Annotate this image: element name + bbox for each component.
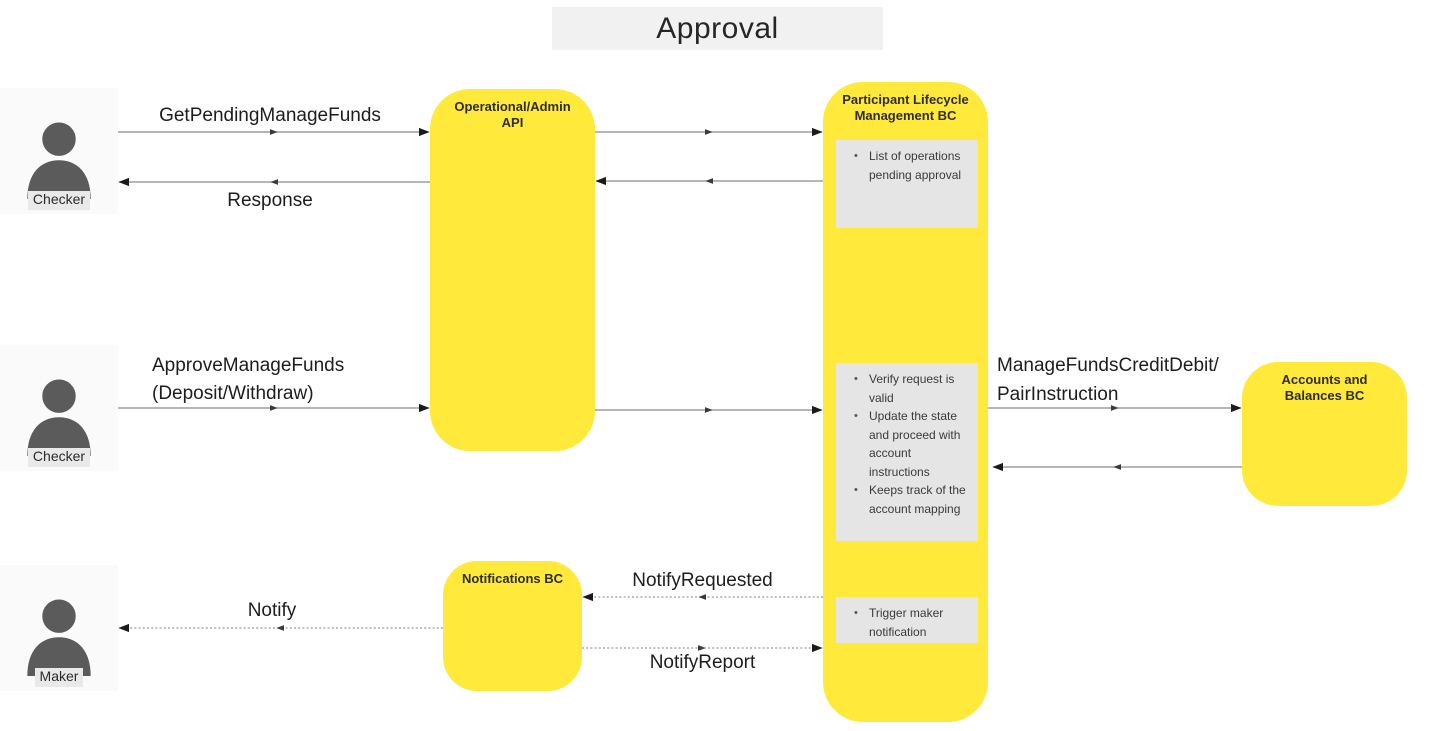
note-item: List of operations pending approval (853, 147, 966, 184)
component-title: Operational/Admin API (454, 99, 571, 130)
component-title: Participant Lifecycle Management BC (842, 92, 969, 123)
actor-checker-1: Checker (0, 88, 118, 214)
actor-label: Checker (27, 191, 91, 210)
component-title: Accounts and Balances BC (1281, 372, 1368, 403)
person-icon (27, 375, 91, 456)
person-icon (27, 595, 91, 676)
note-maker-notification: Trigger maker notification (836, 597, 978, 643)
message-notify: Notify (247, 600, 297, 621)
note-item: Trigger maker notification (853, 604, 966, 641)
actor-label: Maker (34, 668, 84, 687)
message-approve-manage-funds: ApproveManageFunds (Deposit/Withdraw) (152, 352, 344, 408)
message-line-2: (Deposit/Withdraw) (152, 383, 314, 404)
actor-maker: Maker (0, 565, 118, 691)
message-notify-report: NotifyReport (649, 652, 756, 673)
message-notify-requested: NotifyRequested (632, 570, 773, 591)
note-list: List of operations pending approval (836, 140, 978, 191)
note-approval-actions: Verify request is validUpdate the state … (836, 363, 978, 541)
note-pending-operations: List of operations pending approval (836, 140, 978, 228)
component-notifications-bc: Notifications BC (443, 561, 582, 691)
diagram-title: Approval (552, 7, 883, 50)
component-title: Notifications BC (461, 571, 564, 586)
note-list: Trigger maker notification (836, 597, 978, 648)
message-line-2: PairInstruction (997, 384, 1119, 405)
message-manage-funds-credit-debit: ManageFundsCreditDebit/ PairInstruction (997, 351, 1219, 409)
message-response: Response (227, 190, 313, 211)
message-line-1: ApproveManageFunds (152, 355, 345, 376)
note-item: Keeps track of the account mapping (853, 481, 966, 518)
actor-checker-2: Checker (0, 345, 118, 471)
note-list: Verify request is validUpdate the state … (836, 363, 978, 525)
diagram-title-text: Approval (656, 11, 779, 45)
person-icon (27, 118, 91, 199)
component-operational-admin-api: Operational/Admin API (430, 89, 595, 451)
message-line-1: ManageFundsCreditDebit/ (997, 355, 1219, 376)
actor-label: Checker (27, 448, 91, 467)
note-item: Update the state and proceed with accoun… (853, 407, 966, 481)
component-accounts-balances-bc: Accounts and Balances BC (1242, 362, 1407, 506)
note-item: Verify request is valid (853, 370, 966, 407)
message-get-pending-manage-funds: GetPendingManageFunds (159, 105, 381, 126)
